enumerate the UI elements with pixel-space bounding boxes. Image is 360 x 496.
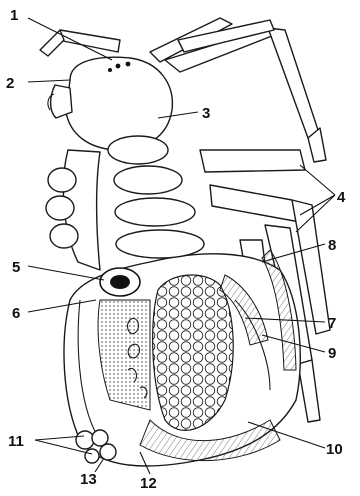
label-8: 8: [328, 237, 336, 254]
coxa: [48, 168, 76, 192]
label-6: 6: [12, 305, 20, 322]
leg-segment: [268, 28, 318, 138]
coxa: [114, 166, 182, 194]
coxa: [115, 198, 195, 226]
eye: [108, 68, 112, 72]
leader-5: [28, 266, 104, 280]
label-9: 9: [328, 345, 336, 362]
label-5: 5: [12, 259, 20, 276]
leg-segment: [200, 150, 305, 172]
leg-segment: [298, 360, 320, 422]
label-12: 12: [140, 475, 157, 492]
eye: [126, 62, 131, 67]
eye: [116, 64, 121, 69]
label-11: 11: [8, 433, 24, 450]
label-13: 13: [80, 471, 97, 488]
leader-4a: [300, 165, 335, 195]
carapace: [66, 57, 172, 150]
leader-2: [28, 80, 70, 82]
ovary-egg-mass: [153, 275, 234, 430]
coxa: [116, 230, 204, 258]
coxa: [108, 136, 168, 164]
label-4: 4: [337, 189, 346, 206]
coxa: [46, 196, 74, 220]
label-2: 2: [6, 75, 14, 92]
label-7: 7: [328, 315, 336, 332]
label-3: 3: [202, 105, 210, 122]
coxa: [50, 224, 78, 248]
label-10: 10: [326, 441, 343, 458]
pedicel-opening: [110, 275, 130, 289]
label-1: 1: [10, 7, 18, 24]
leg-segment: [210, 185, 300, 222]
chelicera: [51, 85, 72, 118]
